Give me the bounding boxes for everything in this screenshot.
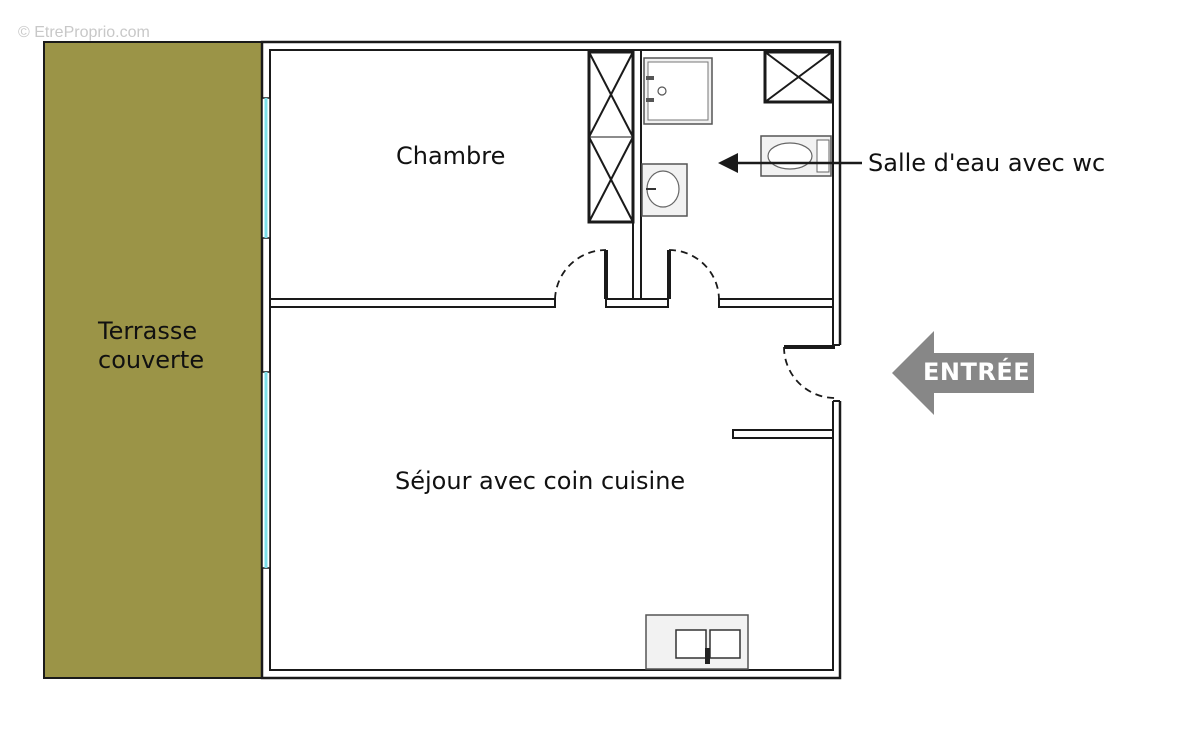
- watermark: © EtreProprio.com: [18, 24, 150, 41]
- room-label-terrasse-1: Terrasse: [98, 317, 198, 345]
- outer-wall-inner: [269, 49, 834, 671]
- outer-wall: [260, 40, 842, 680]
- room-label-chambre: Chambre: [396, 142, 506, 170]
- room-label-sejour: Séjour avec coin cuisine: [395, 467, 686, 495]
- entrance-label: ENTRÉE: [923, 358, 1031, 386]
- room-label-salle-eau: Salle d'eau avec wc: [868, 149, 1106, 177]
- entrance-arrow: [892, 331, 1034, 415]
- bathroom-pointer-arrow: [718, 153, 738, 173]
- room-label-terrasse-2: couverte: [98, 346, 205, 374]
